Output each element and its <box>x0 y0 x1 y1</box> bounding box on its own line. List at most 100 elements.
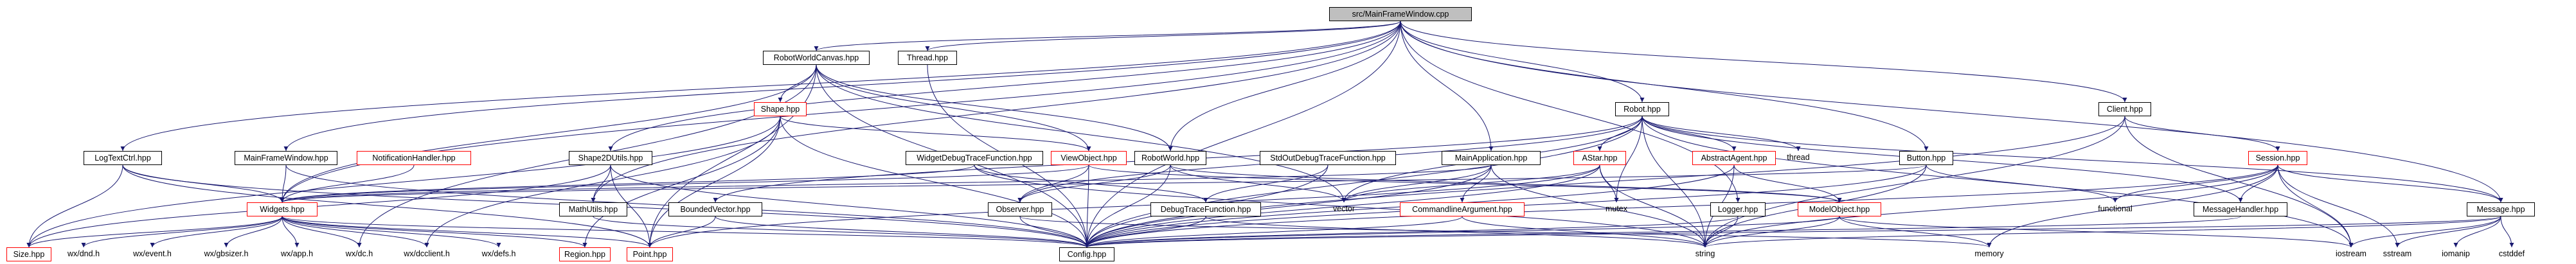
node-label: wx/defs.h <box>481 249 516 258</box>
node-session-hpp[interactable]: Session.hpp <box>2248 151 2307 165</box>
node-label: Shape2DUtils.hpp <box>578 154 643 163</box>
node-robot-world-canvas-hpp[interactable]: RobotWorldCanvas.hpp <box>763 51 870 65</box>
edge-main-to-robot <box>1400 21 1645 103</box>
node-model-object-hpp[interactable]: ModelObject.hpp <box>1798 202 1881 216</box>
node-client-hpp[interactable]: Client.hpp <box>2098 102 2151 116</box>
edge-viewobject-to-observer <box>1017 164 1089 203</box>
edge-widgets-to-wxapp <box>282 216 300 248</box>
edge-shape-to-viewobject <box>780 116 1091 152</box>
node-label: Thread.hpp <box>907 53 948 62</box>
edge-viewobject-to-widgets <box>280 164 1089 203</box>
node-shape2d-utils-hpp[interactable]: Shape2DUtils.hpp <box>569 151 652 165</box>
node-functional-std: functional <box>2089 202 2142 216</box>
node-label: WidgetDebugTraceFunction.hpp <box>917 154 1032 163</box>
node-message-hpp[interactable]: Message.hpp <box>2467 202 2535 216</box>
edge-main-to-threadhpp <box>925 21 1401 51</box>
node-commandline-argument-hpp[interactable]: CommandlineArgument.hpp <box>1400 202 1525 216</box>
node-label: Message.hpp <box>2476 205 2525 214</box>
node-label: MainFrameWindow.hpp <box>244 154 328 163</box>
node-astar-hpp[interactable]: AStar.hpp <box>1573 151 1626 165</box>
node-label: wx/dcclient.h <box>404 249 450 258</box>
node-message-handler-hpp[interactable]: MessageHandler.hpp <box>2194 202 2287 216</box>
node-label: AStar.hpp <box>1582 154 1618 163</box>
node-label: wx/dnd.h <box>67 249 100 258</box>
node-label: Robot.hpp <box>1623 105 1661 114</box>
edge-robotcanvas-to-viewobject <box>816 64 1091 152</box>
edge-viewobject-to-config <box>1084 164 1089 248</box>
node-notification-handler-hpp[interactable]: NotificationHandler.hpp <box>357 151 471 165</box>
edge-robot-to-thread <box>1641 116 1801 152</box>
node-robot-hpp[interactable]: Robot.hpp <box>1615 102 1669 116</box>
edge-debugtrace-to-config <box>1084 216 1206 248</box>
node-wx-dcclient-h: wx/dcclient.h <box>397 247 456 261</box>
edge-robot-to-config <box>1084 116 1643 248</box>
node-logger-hpp[interactable]: Logger.hpp <box>1710 202 1766 216</box>
node-label: Region.hpp <box>564 250 605 259</box>
node-main-frame-window-hpp[interactable]: MainFrameWindow.hpp <box>235 151 337 165</box>
edge-robot-to-mutex <box>1614 116 1643 203</box>
node-label: MainApplication.hpp <box>1454 154 1528 163</box>
node-shape-hpp[interactable]: Shape.hpp <box>754 102 807 116</box>
edge-main-to-robotworld <box>1168 21 1401 152</box>
node-label: wx/gbsizer.h <box>204 249 249 258</box>
edge-viewobject-to-modelobject <box>1088 164 1842 203</box>
edge-main-to-widgets <box>280 21 1401 203</box>
node-wx-app-h: wx/app.h <box>276 247 318 261</box>
node-label: Session.hpp <box>2255 154 2300 163</box>
edge-stdouttrace-to-debugtrace <box>1203 164 1328 203</box>
node-label: Widgets.hpp <box>260 205 305 214</box>
node-sstream-std: sstream <box>2378 247 2417 261</box>
node-math-utils-hpp[interactable]: MathUtils.hpp <box>559 202 627 216</box>
node-label: src/MainFrameWindow.cpp <box>1352 10 1449 19</box>
node-label: sstream <box>2383 249 2412 258</box>
node-region-hpp[interactable]: Region.hpp <box>559 247 611 261</box>
node-widgets-hpp[interactable]: Widgets.hpp <box>247 202 318 216</box>
node-wx-gbsizer-h: wx/gbsizer.h <box>198 247 255 261</box>
edge-widgets-to-wxdefs <box>282 216 501 248</box>
node-main-application-hpp[interactable]: MainApplication.hpp <box>1442 151 1541 165</box>
edge-widgets-to-wxdnd <box>81 216 283 248</box>
node-label: RobotWorldCanvas.hpp <box>773 53 859 62</box>
node-bounded-vector-hpp[interactable]: BoundedVector.hpp <box>668 202 762 216</box>
node-std-out-debug-trace-function-hpp[interactable]: StdOutDebugTraceFunction.hpp <box>1260 151 1396 165</box>
node-abstract-agent-hpp[interactable]: AbstractAgent.hpp <box>1692 151 1776 165</box>
edge-shape2d-to-point <box>610 164 652 248</box>
edge-session-to-message <box>2277 164 2503 203</box>
edge-astar-to-string <box>1599 164 1708 248</box>
edge-widgets-to-wxdc <box>282 216 362 248</box>
node-debug-trace-function-hpp[interactable]: DebugTraceFunction.hpp <box>1150 202 1261 216</box>
edge-client-to-string <box>1703 116 2125 248</box>
node-observer-hpp[interactable]: Observer.hpp <box>988 202 1052 216</box>
edge-modelobject-to-memory <box>1839 216 1992 248</box>
edge-robot-to-astar <box>1597 116 1643 152</box>
node-view-object-hpp[interactable]: ViewObject.hpp <box>1051 151 1127 165</box>
node-label: MessageHandler.hpp <box>2202 205 2279 214</box>
node-button-hpp[interactable]: Button.hpp <box>1899 151 1953 165</box>
node-label: Button.hpp <box>1906 154 1946 163</box>
edge-boundedvector-to-point <box>647 216 716 248</box>
node-thread-hpp[interactable]: Thread.hpp <box>898 51 957 65</box>
node-wx-defs-h: wx/defs.h <box>476 247 522 261</box>
edge-mainapp-to-widgets <box>280 164 1492 203</box>
edge-shape2d-to-sizehpp <box>26 164 611 248</box>
edge-widgets-to-wxdcclient <box>282 216 429 248</box>
edge-abstractagent-to-modelobject <box>1733 164 1842 203</box>
node-label: RobotWorld.hpp <box>1141 154 1200 163</box>
node-config-hpp[interactable]: Config.hpp <box>1059 247 1114 261</box>
node-widget-debug-trace-function-hpp[interactable]: WidgetDebugTraceFunction.hpp <box>906 151 1043 165</box>
edge-main-to-client <box>1400 21 2127 103</box>
node-size-hpp[interactable]: Size.hpp <box>6 247 51 261</box>
edge-widgets-to-wxgbsizer <box>224 216 283 248</box>
node-label: Observer.hpp <box>996 205 1044 214</box>
edge-session-to-memory <box>1987 164 2278 248</box>
edge-message-to-iostream <box>2348 216 2501 248</box>
edge-astar-to-config <box>1084 164 1600 248</box>
node-log-text-ctrl-hpp[interactable]: LogTextCtrl.hpp <box>84 151 162 165</box>
edge-mainframehpp-to-widgets <box>280 164 287 203</box>
edge-mainapp-to-config <box>1084 164 1492 248</box>
edge-widgets-to-sizehpp <box>26 216 283 248</box>
node-robot-world-hpp[interactable]: RobotWorld.hpp <box>1134 151 1206 165</box>
node-label: string <box>1695 249 1715 258</box>
node-point-hpp[interactable]: Point.hpp <box>627 247 673 261</box>
edge-shape-to-config <box>780 116 1089 248</box>
